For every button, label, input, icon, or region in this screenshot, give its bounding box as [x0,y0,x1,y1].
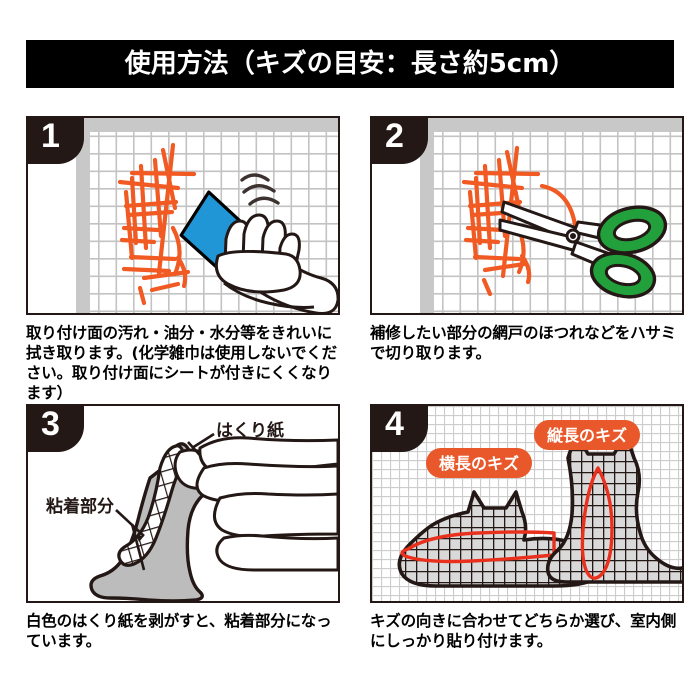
label-vertical-scratch: 縦長のキズ [534,420,640,450]
step-2-figure: 2 [370,116,684,315]
page-title: 使用方法（キズの目安：長さ約5cm） [124,49,576,79]
step-2-caption: 補修したい部分の網戸のほつれなどをハサミで切り取ります。 [370,324,677,363]
step-2-badge: 2 [372,118,428,164]
svg-text:横長のキズ: 横長のキズ [439,454,519,473]
step-4-number: 4 [385,405,404,443]
step-1-caption: 取り付け面の汚れ・油分・水分等をきれいに拭き取ります。(化学雑巾は使用しないでく… [26,324,337,403]
header-bar: 使用方法（キズの目安：長さ約5cm） [26,40,674,88]
step-2-number: 2 [385,117,404,155]
step-4-caption: キズの向きに合わせてどちらか選び、室内側にしっかり貼り付けます。 [370,612,677,651]
step-1: 1 取り付け面の汚れ・油分・水分等をきれいに拭き取ります。(化学雑巾は使用しない… [26,116,340,404]
peel-release-paper-illustration: はくり紙 粘着部分 [28,406,338,601]
step-1-badge: 1 [28,118,84,164]
step-3-badge: 3 [28,406,84,452]
step-3-figure: はくり紙 粘着部分 3 [26,404,340,603]
step-3-caption: 白色のはくり紙を剥がすと、粘着部分になっています。 [26,612,332,651]
svg-text:縦長のキズ: 縦長のキズ [547,426,627,445]
step-4-badge: 4 [372,406,428,452]
label-horizontal-scratch: 横長のキズ [426,448,532,478]
wipe-surface-illustration [28,118,338,313]
step-1-figure: 1 [26,116,340,315]
step-4: 横長のキズ 縦長のキズ 4 キズの向きに合わせてどちらか選び、室内側にしっかり貼… [370,404,684,651]
step-2: 2 補修したい部分の網戸のほつれなどをハサミで切り取ります。 [370,116,684,363]
label-adhesive-part-text: 粘着部分 [46,496,114,516]
step-4-figure: 横長のキズ 縦長のキズ 4 [370,404,684,603]
label-release-paper-text: はくり紙 [216,420,284,440]
step-1-number: 1 [41,117,60,155]
steps-grid: 1 取り付け面の汚れ・油分・水分等をきれいに拭き取ります。(化学雑巾は使用しない… [26,116,684,676]
step-3: はくり紙 粘着部分 3 白色のはくり紙を剥がすと、粘着部分になっています。 [26,404,340,651]
step-3-number: 3 [41,405,60,443]
choose-patch-orientation-illustration: 横長のキズ 縦長のキズ [372,406,682,601]
